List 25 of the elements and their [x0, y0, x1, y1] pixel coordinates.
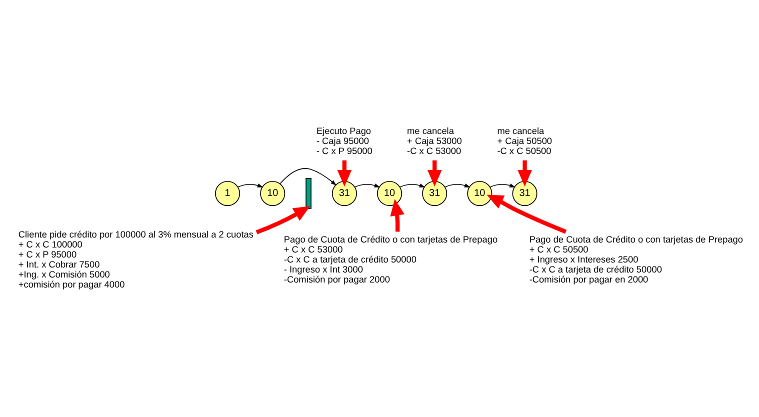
node-circle: 31 [512, 180, 538, 206]
arrow [486, 194, 567, 234]
arrow [490, 184, 516, 188]
node-circle: 10 [467, 180, 492, 206]
arrow [238, 184, 264, 188]
node-text: me cancela + Caja 50500 -C x C 50500 [497, 126, 552, 156]
node-text: Pago de Cuota de Crédito o con tarjetas de Prepago + C x C 53000 -C x C a tarjeta de crédito 50000 - Ingreso x Int 3000 -Comisión por pagar 2000 [284, 234, 498, 285]
arrow [337, 160, 352, 187]
node-circle: 1 [215, 180, 240, 206]
node-text: Cliente pide crédito por 100000 al 3% mensual a 2 cuotas + C x C 100000 + C x P 95000 + Int. x Cobrar 7500 +Ing. x Comisión 5000 +comisión por pagar 4000 [18, 230, 254, 290]
arrow [256, 206, 310, 234]
arrow [444, 184, 470, 188]
node-text: Ejecuto Pago - Caja 95000 - C x P 95000 [316, 126, 372, 156]
arrow [518, 160, 532, 187]
node-circle: 10 [260, 180, 286, 206]
arrow [427, 160, 442, 187]
arrow [280, 168, 337, 186]
node-circle: 31 [422, 180, 448, 206]
node-circle: 10 [377, 180, 402, 206]
arrow [390, 199, 404, 232]
node-text: me cancela + Caja 53000 -C x C 53000 [407, 126, 462, 156]
node-bar [306, 178, 312, 209]
arrow [400, 184, 426, 188]
node-text: Pago de Cuota de Crédito o con tarjetas de Prepago + C x C 50500 + Ingreso x Intereses 2500 -C x C a tarjeta de crédito 50000 -Comisión por pagar en 2000 [529, 234, 744, 285]
arrow [354, 184, 380, 188]
